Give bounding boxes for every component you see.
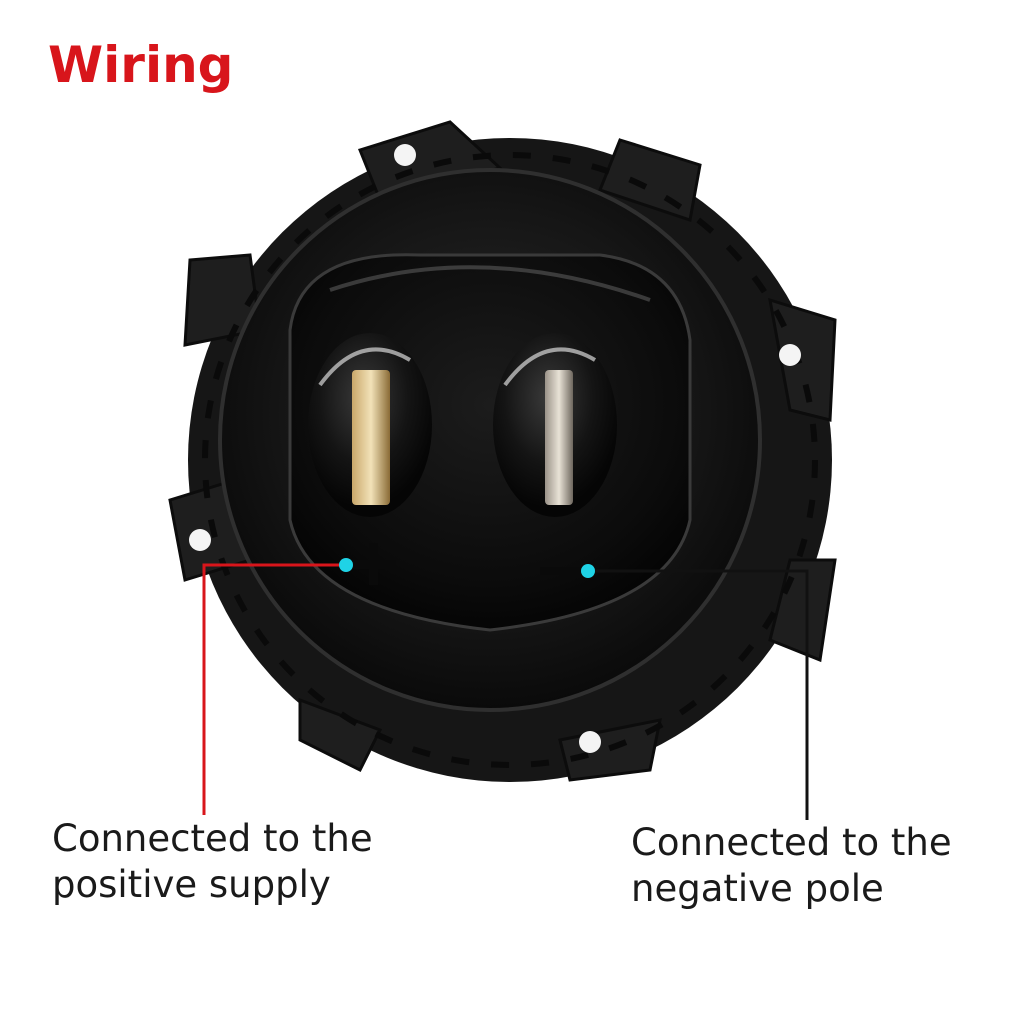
- caption-positive-line1: Connected to the: [52, 817, 373, 860]
- marker-dot-positive: [339, 558, 353, 572]
- page-title: Wiring: [48, 36, 234, 94]
- caption-positive: Connected to the positive supply: [52, 816, 373, 908]
- marker-dot-negative: [581, 564, 595, 578]
- callout-line-negative: [588, 569, 809, 820]
- callout-line-positive: [202, 563, 346, 815]
- caption-negative-line1: Connected to the: [631, 821, 952, 864]
- caption-negative: Connected to the negative pole: [631, 820, 952, 912]
- caption-negative-line2: negative pole: [631, 867, 884, 910]
- caption-positive-line2: positive supply: [52, 863, 331, 906]
- terminal-negative: [493, 333, 617, 517]
- terminal-positive: [308, 333, 432, 517]
- polarity-marks: [352, 543, 585, 585]
